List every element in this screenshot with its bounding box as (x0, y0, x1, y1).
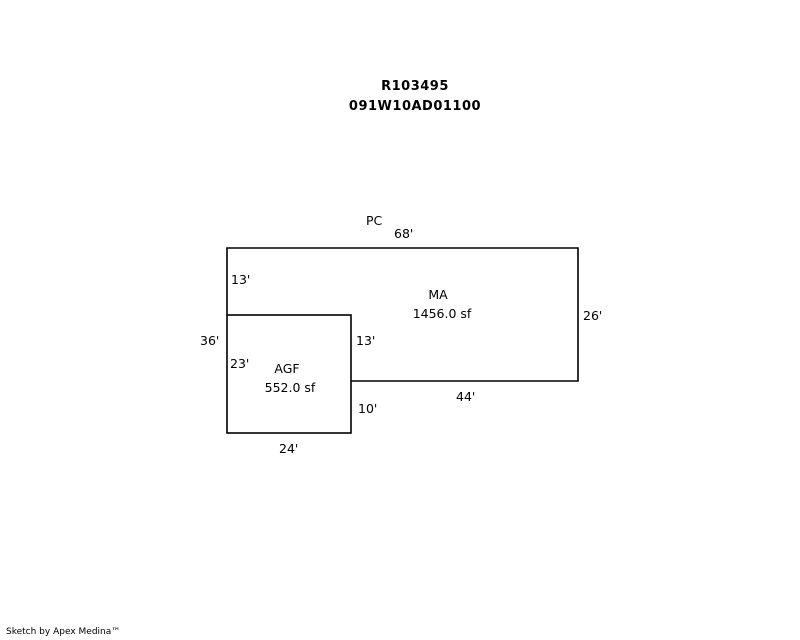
dim-top: 68' (394, 226, 413, 241)
pc-label: PC (366, 213, 383, 228)
dim-garage-right: 10' (358, 401, 377, 416)
dim-left-total: 36' (200, 333, 219, 348)
dim-left-upper: 13' (231, 272, 250, 287)
dim-garage-left: 23' (230, 356, 249, 371)
map-tax-lot: 091W10AD01100 (348, 99, 482, 114)
garage-area-outline (226, 314, 352, 434)
garage-area-name: AGF (274, 361, 299, 376)
dim-bottom-right: 44' (456, 389, 475, 404)
dim-inner-vertical: 13' (356, 333, 375, 348)
dim-garage-bottom: 24' (279, 441, 298, 456)
dim-right: 26' (583, 308, 602, 323)
main-area-size: 1456.0 sf (413, 306, 472, 321)
main-area-name: MA (428, 287, 448, 302)
main-area-outline (226, 247, 579, 382)
sketch-credit: Sketch by Apex Medina™ (6, 627, 121, 637)
garage-area-size: 552.0 sf (265, 380, 316, 395)
parcel-id: R103495 (381, 79, 449, 94)
